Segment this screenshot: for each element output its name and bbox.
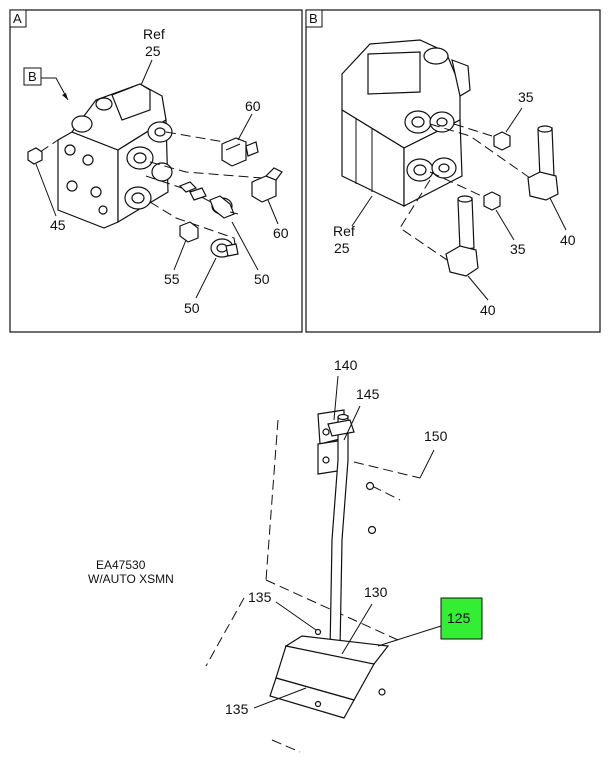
panel-a: A Ref 25 B	[9, 9, 303, 333]
plug-35-bottom[interactable]	[483, 191, 501, 211]
plug-45[interactable]	[27, 147, 43, 165]
label-135-bottom: 135	[225, 701, 249, 717]
valve-module-b	[341, 39, 471, 207]
tube-fitting-40-right[interactable]	[527, 125, 559, 201]
fitting-60-right[interactable]	[251, 167, 283, 203]
panel-b-ref-word: Ref	[333, 223, 355, 239]
fitting-60-top[interactable]	[221, 137, 259, 167]
mount-hole	[378, 688, 386, 696]
panel-a-badge: A	[13, 11, 22, 26]
sensor-50-right[interactable]	[209, 195, 239, 219]
adapter-fittings-a	[178, 181, 207, 201]
panel-a-ref-number: 25	[145, 43, 161, 59]
panel-b: B	[305, 9, 601, 333]
sensor-50-left[interactable]	[210, 238, 239, 258]
panel-b-badge: B	[309, 11, 318, 26]
note-variant: W/AUTO XSMN	[88, 572, 174, 586]
label-125: 125	[447, 610, 471, 626]
mount-hole	[365, 481, 375, 491]
label-40-right: 40	[560, 232, 576, 248]
label-150: 150	[424, 428, 448, 444]
label-140: 140	[334, 357, 358, 373]
panel-a-ref-word: Ref	[143, 26, 165, 42]
fastener-hole	[314, 700, 322, 708]
part-125-highlight[interactable]: 125	[440, 597, 483, 640]
label-50-left: 50	[184, 300, 200, 316]
label-35-bottom: 35	[510, 241, 526, 257]
floor-plate	[269, 635, 390, 719]
label-60-top: 60	[245, 98, 261, 114]
label-145: 145	[356, 386, 380, 402]
label-35-top: 35	[518, 89, 534, 105]
mount-hole	[367, 525, 377, 535]
label-55: 55	[164, 271, 180, 287]
note-part-number: EA47530	[96, 558, 146, 572]
callout-b-label: B	[28, 69, 37, 84]
lower-assembly: 140 145 150 130 135 135 125 EA47530 W/AU…	[88, 357, 483, 753]
panel-b-badge-box	[305, 9, 323, 28]
label-130: 130	[364, 584, 388, 600]
fitting-55[interactable]	[179, 221, 199, 243]
tube-fitting-40-bottom[interactable]	[445, 195, 479, 277]
plug-35-top[interactable]	[493, 131, 511, 151]
label-40-bottom: 40	[480, 302, 496, 318]
label-45: 45	[50, 217, 66, 233]
panel-b-ref-number: 25	[334, 240, 350, 256]
panel-a-badge-box	[9, 9, 27, 28]
fastener-hole	[314, 628, 322, 636]
label-135-top: 135	[248, 589, 272, 605]
valve-module-a	[57, 83, 173, 229]
label-50-right: 50	[254, 271, 270, 287]
callout-b-box[interactable]	[23, 67, 42, 86]
label-60-right: 60	[273, 225, 289, 241]
